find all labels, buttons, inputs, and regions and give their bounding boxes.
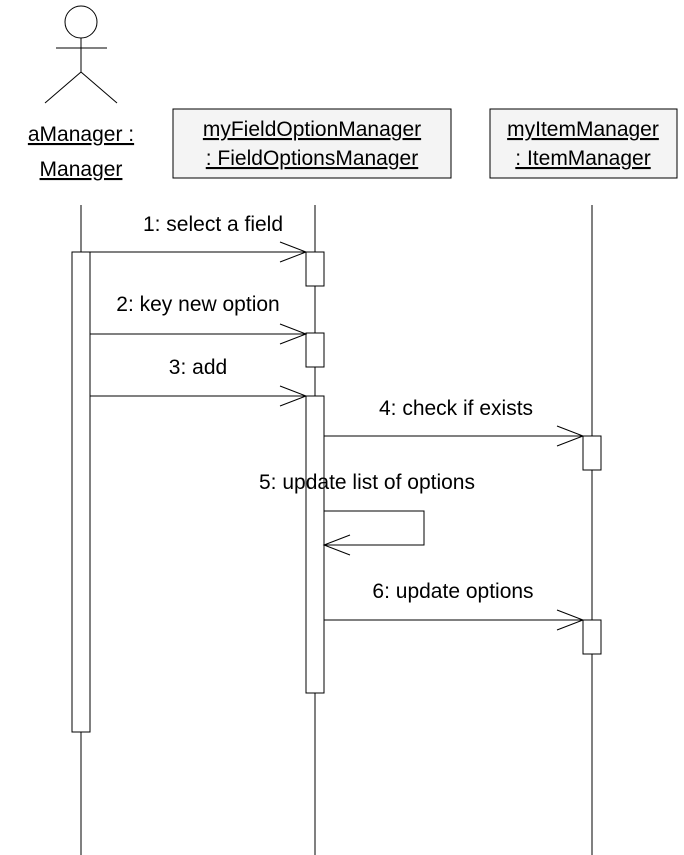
message-label-6: 6: update options bbox=[372, 580, 533, 603]
field-option-manager-activation-2 bbox=[305, 332, 325, 368]
item-manager-name-line2: : ItemManager bbox=[515, 147, 650, 170]
field-option-manager-name-line2: : FieldOptionsManager bbox=[206, 147, 418, 170]
field-option-manager-activation-3 bbox=[305, 395, 325, 694]
actor-name-line1: aManager : bbox=[28, 123, 134, 146]
message-label-2: 2: key new option bbox=[116, 293, 279, 316]
arrowhead-6-icon bbox=[556, 609, 585, 631]
arrowhead-1-icon bbox=[279, 241, 308, 263]
item-manager-name-line1: myItemManager bbox=[507, 118, 659, 141]
arrowhead-5-icon bbox=[322, 534, 351, 556]
message-arrow-5 bbox=[324, 510, 425, 546]
item-manager-box bbox=[489, 108, 678, 179]
actor-stick-figure-icon bbox=[44, 5, 118, 104]
actor-name-line2: Manager bbox=[40, 158, 123, 181]
message-label-3: 3: add bbox=[169, 356, 227, 379]
message-label-1: 1: select a field bbox=[143, 213, 283, 236]
manager-activation-bar bbox=[71, 251, 91, 733]
arrowhead-4-icon bbox=[556, 425, 585, 447]
item-manager-activation-2 bbox=[582, 619, 602, 655]
message-label-5: 5: update list of options bbox=[259, 471, 475, 494]
arrowhead-2-icon bbox=[279, 323, 308, 345]
field-option-manager-name-line1: myFieldOptionManager bbox=[203, 118, 421, 141]
item-manager-activation-1 bbox=[582, 435, 602, 471]
arrowhead-3-icon bbox=[279, 385, 308, 407]
field-option-manager-activation-1 bbox=[305, 251, 325, 287]
field-option-manager-box bbox=[172, 108, 452, 179]
message-label-4: 4: check if exists bbox=[379, 397, 533, 420]
